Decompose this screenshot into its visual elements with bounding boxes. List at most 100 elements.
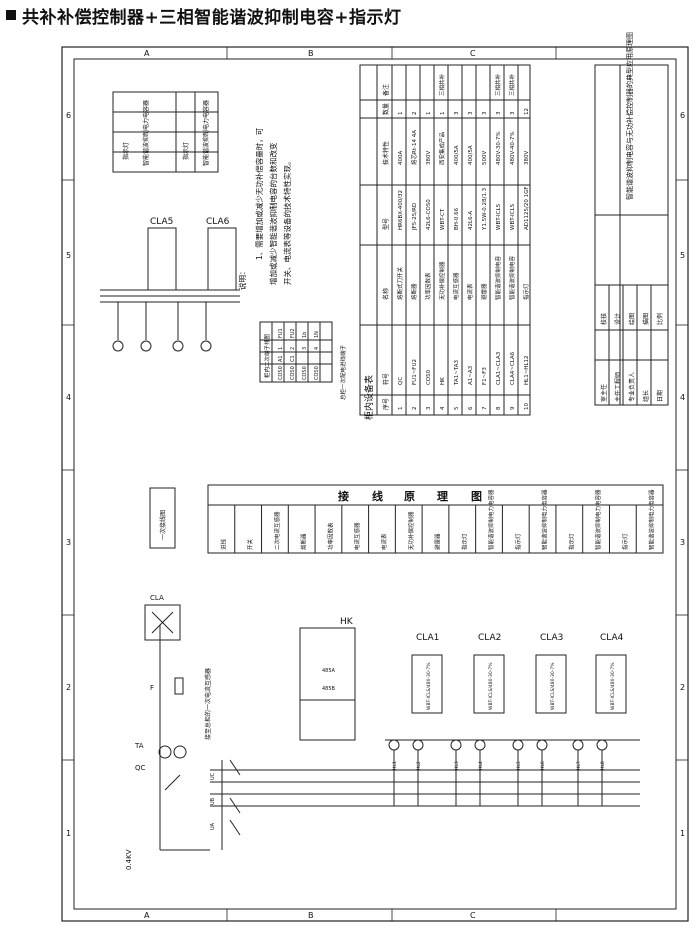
module-label-cla5: CLA5 [150,217,173,227]
equip-cell: 3 [454,111,460,115]
legend-big-title: 图 [471,490,482,503]
legend-label-left: 一次接线图 [159,510,167,540]
capacitor-model: WBT-ICLS/480-30-7% [550,662,556,710]
equip-cell: 400A [398,151,404,165]
equip-cell: WBT-ICLS [510,203,516,230]
legend-row-label: 电流表 [380,533,388,550]
equip-cell: TA1~TA3 [454,360,460,386]
notes-line: 增加或减少智能谐波抑制电容的台数和改变 [268,142,278,285]
equip-cell: 42L6-COS0 [426,199,432,230]
legend-row-label: 智能谐波抑制电力电容器 [487,489,495,550]
equip-cell: 三相共补 [438,73,446,96]
equip-cell: 避雷器 [480,283,488,300]
zone-row-label: 1 [66,829,71,838]
legend-item: 智能谐波抑制电力电容器 [142,100,150,166]
equip-cell: 西安集成产品 [438,131,446,165]
equip-header: 技术特性 [382,141,390,165]
zone-row-label: 4 [66,393,71,402]
title-block: 智能谐波抑制电容与无功补偿控制器的典型应用原理图 室主任 主任工程师 专业负责人… [594,32,669,406]
legend-big-title: 原 [404,490,415,503]
controller-label: HK [340,617,354,627]
legend-big-title: 理 [437,490,448,503]
equip-cell: WBT-CT [440,208,446,230]
equip-cell: 400/5A [468,145,474,165]
lamp-tag: HL6 [540,761,546,770]
tb-label: 描图 [642,313,650,325]
legend-row-label: 指示灯 [514,533,522,550]
equip-cell: 5 [454,406,460,410]
equipment-table: 柜内设备表 序号 符号 名称 型号 技术特性 数量 备注 1QC熔断式刀开关HR… [359,64,531,420]
zone-row-label: 6 [66,111,71,120]
ct-cell: 1 [278,347,284,350]
tb-label: 设计 [614,313,622,325]
ct-label: TA [134,742,144,750]
inner-frame [73,58,677,910]
lamp-tag: HL4 [478,761,484,770]
bus-label: UA [210,822,216,830]
equip-cell: 500V [482,151,488,165]
indicator-lamp [536,739,548,751]
capacitor-module [411,654,443,714]
zone-labels: A B C A B C 6 5 4 3 2 1 6 5 4 3 2 1 [66,49,685,920]
equip-cell: 功率因数表 [424,272,432,300]
equip-cell: 1 [398,112,404,116]
breaker-label: QC [135,764,146,772]
voltage-label: 0.4KV [125,849,133,870]
indicator-lamp [412,739,424,751]
indicator-lamp [388,739,400,751]
zone-row-label: 4 [680,393,685,402]
equip-header: 符号 [382,373,390,385]
ct-cell: 1b [302,332,308,338]
equip-header: 备注 [382,84,390,96]
ct-cell: 3 [302,347,308,350]
legend-big-title: 接 [338,489,349,503]
equip-cell: HK [440,377,446,385]
legend-item: 指示灯 [182,142,190,160]
equip-cell: 1 [398,407,404,411]
equip-cell: 3 [468,111,474,115]
equip-cell: WBT-ICLS [496,203,502,230]
notes-line: 开关、电流表等设备的技术特性实现。 [282,158,292,286]
equip-cell: HR6BX-400/32 [398,190,404,230]
equip-cell: 2 [412,112,418,116]
equip-cell: 熔断器 [410,283,418,300]
lamp-tag: HL3 [454,761,460,770]
legend-row-label: 熔断器 [300,533,308,550]
zone-row-label: 2 [66,683,71,692]
equip-cell: 三相共补 [494,73,502,96]
legend-row-label: 智能谐波抑制电力电容器 [541,489,549,550]
equip-cell: CLA1~CLA3 [496,351,502,385]
capacitor-model: WBT-ICLS/480-30-7% [610,662,616,710]
equip-cell: BH-0.66 [454,207,460,230]
lamp-tag: HL8 [600,761,606,770]
module-label-cla4: CLA4 [600,633,624,643]
zone-row-label: 3 [66,538,71,547]
port-a-label: 485A [322,668,336,674]
equip-cell: 3 [496,111,502,115]
equip-header: 数量 [382,103,390,115]
indicator-lamp [474,739,486,751]
indicator-lamp [450,739,462,751]
tb-label: 主任工程师 [614,372,622,402]
equip-cell: 7 [482,406,488,410]
drawing-name: 智能谐波抑制电容与无功补偿控制器的典型应用原理图 [625,32,634,200]
ct-cell: C1 [290,355,296,362]
equip-cell: 3 [482,111,488,115]
ct-cell: COS0 [302,366,308,380]
equip-cell: 380V [426,151,432,165]
ct-cell: A1 [278,355,284,362]
equip-cell: QC [398,377,404,385]
tb-label: 组长 [642,390,650,402]
notes-block: 说明： 1、需要增加或减少无功补偿容量时，可 增加或减少智能谐波抑制电容的台数和… [237,127,292,290]
legend-row-label: 智能谐波抑制电力电容器 [648,489,656,550]
lamp-tag: HL1 [392,761,398,770]
legend-row-label: 指示灯 [567,533,575,550]
capacitor-model: WBT-ICLS/480-30-7% [488,662,494,710]
equip-cell: 480V-40-7% [510,131,516,165]
equip-cell: 9 [510,406,516,410]
equip-cell: A1~A3 [468,365,474,385]
outer-frame [61,46,689,922]
equip-header: 型号 [382,218,390,230]
equip-cell: 熔断式刀开关 [396,266,404,300]
